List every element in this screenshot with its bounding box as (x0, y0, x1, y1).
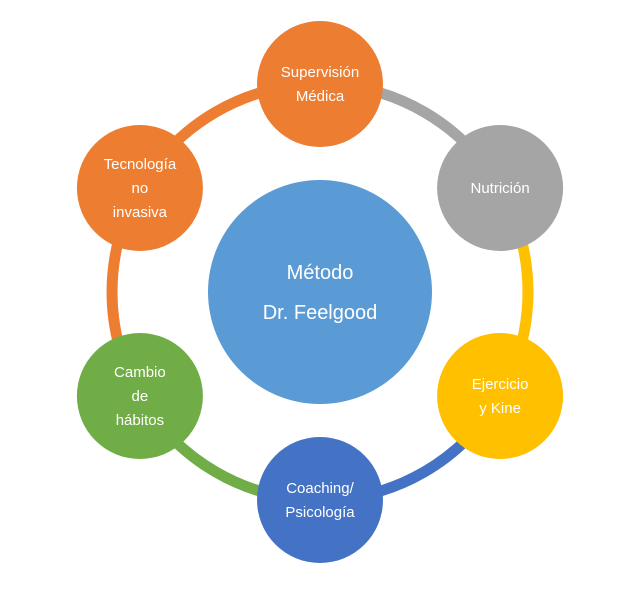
center-label-line-1: Método (287, 262, 354, 284)
node-circle-tecnologia-no-invasiva (76, 125, 203, 251)
node-ejercicio-kine: Ejercicio y Kine (437, 333, 564, 459)
node-label-tecnologia-no-invasiva-line-1: Tecnología (104, 156, 177, 173)
center-label-line-2: Dr. Feelgood (263, 302, 378, 324)
node-tecnologia-no-invasiva: Tecnología no invasiva (76, 125, 203, 251)
center-circle (208, 180, 432, 404)
node-label-tecnologia-no-invasiva-line-2: no (132, 180, 149, 197)
node-label-tecnologia-no-invasiva-line-3: invasiva (113, 204, 168, 221)
node-label-coaching-psicologia-line-1: Coaching/ (286, 480, 354, 497)
node-label-cambio-habitos-line-2: de (132, 388, 149, 405)
node-circle-nutricion (437, 125, 564, 251)
node-cambio-habitos: Cambio de hábitos (76, 333, 203, 459)
node-label-cambio-habitos-line-1: Cambio (114, 364, 166, 381)
node-coaching-psicologia: Coaching/Psicología (257, 437, 383, 563)
node-circle-coaching-psicologia (257, 437, 383, 563)
node-nutricion: Nutrición (437, 125, 564, 251)
center-node-metodo: Método Dr. Feelgood (208, 180, 432, 404)
node-label-ejercicio-kine-line-2: y Kine (479, 400, 521, 417)
node-label-supervision-medica-line-1: Supervisión (281, 64, 359, 81)
node-label-supervision-medica-line-2: Médica (296, 88, 345, 105)
node-label-nutricion-line-1: Nutrición (471, 180, 530, 197)
node-label-ejercicio-kine-line-1: Ejercicio (472, 376, 529, 393)
node-circle-supervision-medica (257, 21, 383, 147)
node-label-coaching-psicologia-line-2: Psicología (285, 504, 355, 521)
node-circle-ejercicio-kine (437, 333, 564, 459)
node-circle-cambio-habitos (76, 333, 203, 459)
node-label-cambio-habitos-line-3: hábitos (116, 412, 164, 429)
